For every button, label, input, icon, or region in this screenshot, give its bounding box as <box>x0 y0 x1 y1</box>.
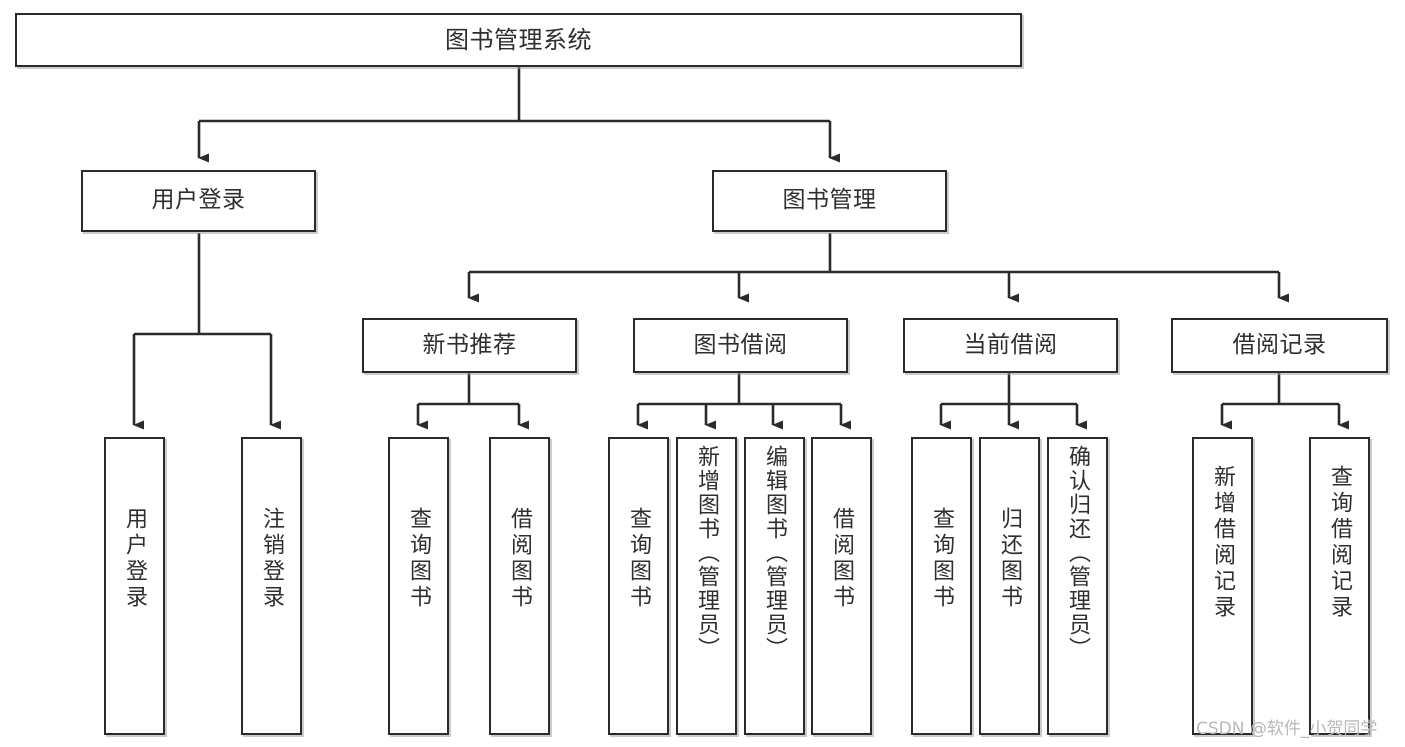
node-new-book-recommend-label: 新书推荐 <box>422 331 517 358</box>
node-leaf-query-record[interactable]: 查询借阅记录 <box>1309 437 1370 735</box>
node-leaf-add-book-label: 新增图书（管理员） <box>694 445 720 661</box>
node-leaf-return-book-label: 归还图书 <box>997 507 1023 611</box>
node-leaf-query-record-label: 查询借阅记录 <box>1327 465 1353 621</box>
node-leaf-borrow-book-a[interactable]: 借阅图书 <box>489 437 550 735</box>
node-user-login-label: 用户登录 <box>151 187 246 214</box>
node-root[interactable]: 图书管理系统 <box>15 13 1022 67</box>
node-leaf-query-book-c-label: 查询图书 <box>929 507 955 611</box>
node-leaf-query-book-b-label: 查询图书 <box>626 507 652 611</box>
node-leaf-borrow-book-b-label: 借阅图书 <box>829 507 855 611</box>
node-leaf-confirm-return-label: 确认归还（管理员） <box>1065 445 1091 661</box>
csdn-watermark: CSDN @软件_小贺同学 <box>1196 719 1378 739</box>
node-leaf-add-book[interactable]: 新增图书（管理员） <box>676 437 737 735</box>
node-leaf-query-book-c[interactable]: 查询图书 <box>911 437 972 735</box>
node-leaf-confirm-return[interactable]: 确认归还（管理员） <box>1047 437 1108 735</box>
node-current-borrow[interactable]: 当前借阅 <box>903 318 1118 373</box>
node-leaf-return-book[interactable]: 归还图书 <box>979 437 1040 735</box>
node-leaf-query-book-a[interactable]: 查询图书 <box>388 437 449 735</box>
node-new-book-recommend[interactable]: 新书推荐 <box>362 318 577 373</box>
node-leaf-query-book-b[interactable]: 查询图书 <box>608 437 669 735</box>
node-current-borrow-label: 当前借阅 <box>963 331 1058 358</box>
node-user-login[interactable]: 用户登录 <box>81 170 316 232</box>
node-borrow-record-label: 借阅记录 <box>1232 331 1327 358</box>
node-leaf-query-book-a-label: 查询图书 <box>406 507 432 611</box>
node-borrow-record[interactable]: 借阅记录 <box>1171 318 1388 373</box>
node-book-borrow-label: 图书借阅 <box>693 331 788 358</box>
node-book-borrow[interactable]: 图书借阅 <box>633 318 848 373</box>
node-leaf-add-record[interactable]: 新增借阅记录 <box>1192 437 1253 735</box>
node-book-manage-label: 图书管理 <box>782 187 877 214</box>
node-leaf-borrow-book-b[interactable]: 借阅图书 <box>811 437 872 735</box>
node-leaf-edit-book-label: 编辑图书（管理员） <box>762 445 788 661</box>
node-leaf-add-record-label: 新增借阅记录 <box>1210 465 1236 621</box>
node-leaf-user-login-label: 用户登录 <box>122 507 148 611</box>
node-root-label: 图书管理系统 <box>445 25 592 54</box>
node-leaf-borrow-book-a-label: 借阅图书 <box>507 507 533 611</box>
node-book-manage[interactable]: 图书管理 <box>712 170 947 232</box>
node-leaf-user-login[interactable]: 用户登录 <box>104 437 165 735</box>
node-leaf-edit-book[interactable]: 编辑图书（管理员） <box>744 437 805 735</box>
node-leaf-logout[interactable]: 注销登录 <box>241 437 302 735</box>
node-leaf-logout-label: 注销登录 <box>259 507 285 611</box>
